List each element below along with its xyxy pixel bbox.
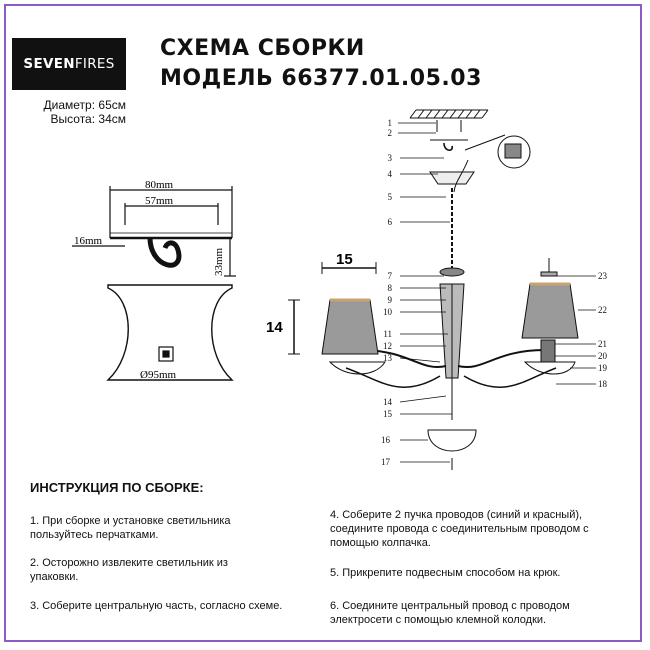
left-lampshade bbox=[321, 298, 379, 355]
mount-width-inner-label: 57mm bbox=[145, 195, 174, 207]
instruction-step-3: 3. Соберите центральную часть, согласно … bbox=[30, 600, 283, 612]
shade-width-label: 15 bbox=[336, 251, 353, 268]
part-number-23: 23 bbox=[598, 271, 608, 281]
ceiling-hatch bbox=[409, 109, 489, 119]
part-number-21: 21 bbox=[598, 339, 607, 349]
part-number-11: 11 bbox=[383, 329, 392, 339]
mount-offset-label: 16mm bbox=[74, 235, 103, 247]
part-number-13: 13 bbox=[383, 353, 393, 363]
shade-height-label: 14 bbox=[266, 319, 283, 336]
instructions-heading: ИНСТРУКЦИЯ ПО СБОРКЕ: bbox=[30, 480, 204, 495]
part-number-14: 14 bbox=[383, 397, 393, 407]
part-number-22: 22 bbox=[598, 305, 607, 315]
part-number-20: 20 bbox=[598, 351, 608, 361]
part-number-3: 3 bbox=[388, 153, 393, 163]
right-lampshade bbox=[521, 282, 579, 339]
part-number-8: 8 bbox=[388, 283, 393, 293]
part-number-6: 6 bbox=[388, 217, 393, 227]
brand-logo-part2: FIRES bbox=[74, 56, 115, 72]
instruction-step-5: 5. Прикрепите подвесным способом на крюк… bbox=[330, 567, 561, 579]
part-number-16: 16 bbox=[381, 435, 391, 445]
part-number-12: 12 bbox=[383, 341, 392, 351]
mount-height-label: 33mm bbox=[213, 247, 225, 276]
instruction-step-2: 2. Осторожно извлеките светильник из упа… bbox=[30, 557, 228, 583]
part-number-7: 7 bbox=[388, 271, 393, 281]
part-number-2: 2 bbox=[388, 128, 393, 138]
instruction-step-6: 6. Соедините центральный провод с провод… bbox=[330, 600, 570, 626]
height-text: Высота: 34см bbox=[50, 112, 126, 126]
part-number-19: 19 bbox=[598, 363, 608, 373]
chandelier-diagram bbox=[288, 109, 596, 470]
model-title: МОДЕЛЬ 66377.01.05.03 bbox=[160, 66, 482, 91]
mount-width-outer-label: 80mm bbox=[145, 179, 174, 191]
part-number-15: 15 bbox=[383, 409, 393, 419]
dimensions-block: Диаметр: 65см Высота: 34см bbox=[44, 98, 126, 126]
canopy-diameter-label: Ø95mm bbox=[140, 369, 177, 381]
page-title: СХЕМА СБОРКИ bbox=[160, 36, 365, 61]
page-frame bbox=[4, 4, 642, 642]
part-number-10: 10 bbox=[383, 307, 393, 317]
instruction-step-1: 1. При сборке и установке светильника по… bbox=[30, 515, 231, 541]
part-number-18: 18 bbox=[598, 379, 608, 389]
brand-logo-part1: SEVEN bbox=[23, 56, 75, 72]
leader-lines-right bbox=[555, 275, 596, 385]
instruction-step-4: 4. Соберите 2 пучка проводов (синий и кр… bbox=[330, 509, 589, 549]
part-number-4: 4 bbox=[388, 169, 393, 179]
assembly-diagram: 80mm 57mm 16mm 33mm Ø95mm bbox=[72, 109, 608, 470]
diameter-text: Диаметр: 65см bbox=[43, 98, 126, 112]
part-number-9: 9 bbox=[388, 295, 393, 305]
part-number-1: 1 bbox=[388, 118, 393, 128]
part-number-5: 5 bbox=[388, 192, 393, 202]
leader-lines-left bbox=[398, 122, 452, 463]
mount-bracket-diagram bbox=[72, 186, 236, 381]
part-number-17: 17 bbox=[381, 457, 391, 467]
